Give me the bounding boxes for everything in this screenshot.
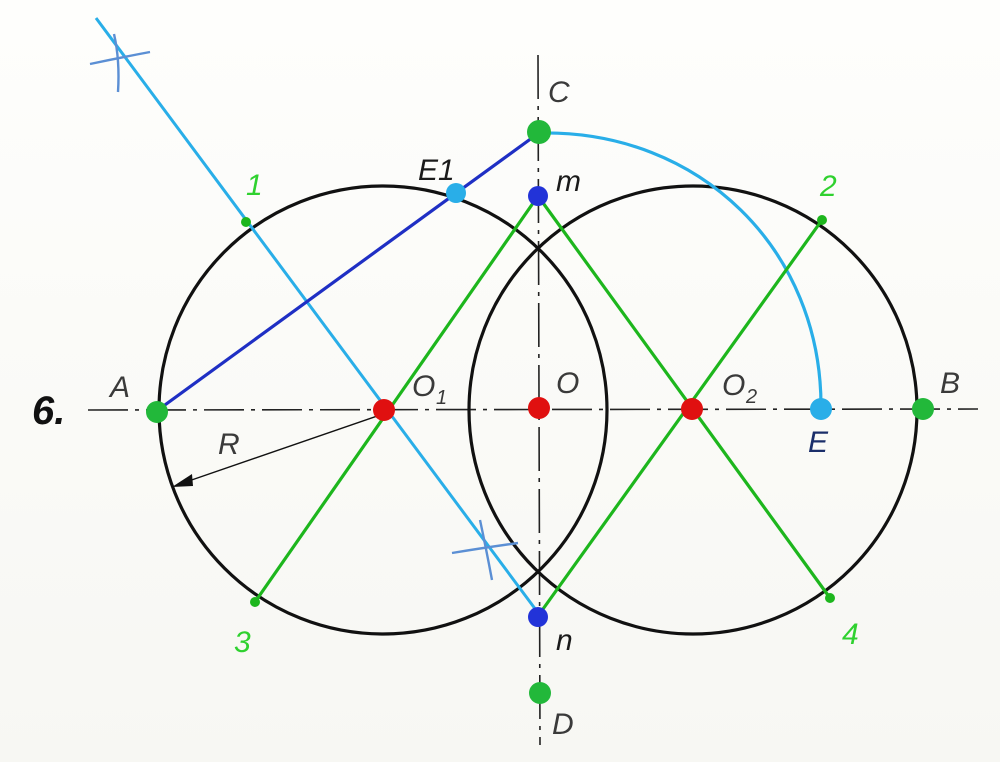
green-line-2-n <box>536 219 824 617</box>
label-o2: O <box>722 369 745 402</box>
mark-2-label: 2 <box>819 170 837 203</box>
point-e1-dot <box>446 183 466 203</box>
label-e1: E1 <box>418 154 455 187</box>
label-r: R <box>218 428 240 461</box>
point-b-dot <box>912 398 934 420</box>
point-d-dot <box>529 682 551 704</box>
label-o1: O <box>412 370 435 403</box>
green-line-3-m <box>253 195 540 603</box>
label-o2-subscript: 2 <box>745 386 757 408</box>
point-o-dot <box>528 397 550 419</box>
label-m: m <box>556 165 581 198</box>
mark-3-label: 3 <box>234 626 251 659</box>
label-d: D <box>552 708 574 741</box>
label-e: E <box>808 426 829 459</box>
construction-cross-top <box>89 33 151 93</box>
point-o1-dot <box>373 399 395 421</box>
mark-1-dot <box>241 217 251 227</box>
label-n: n <box>556 624 573 657</box>
chord-a-c <box>157 133 537 412</box>
mark-4-dot <box>825 593 835 603</box>
point-c-dot <box>527 120 551 144</box>
bisector-line <box>94 17 538 611</box>
point-m-dot <box>528 186 548 206</box>
label-a: A <box>108 371 130 404</box>
radius-arrowhead <box>172 474 193 487</box>
mark-3-dot <box>250 597 260 607</box>
mark-2-dot <box>817 215 827 225</box>
label-b: B <box>940 367 960 400</box>
green-lines <box>253 195 832 617</box>
point-o2-dot <box>681 398 703 420</box>
label-o: O <box>556 367 579 400</box>
mark-1-label: 1 <box>246 169 263 202</box>
arc-c-to-e <box>539 131 823 409</box>
point-a-dot <box>146 401 168 423</box>
point-e-dot <box>810 398 832 420</box>
radius-line <box>179 413 384 485</box>
green-line-m-4 <box>536 195 832 599</box>
label-c: C <box>548 76 570 109</box>
mark-4-label: 4 <box>842 618 859 651</box>
label-o1-subscript: 1 <box>436 387 447 409</box>
construction-cross-bottom <box>451 519 519 581</box>
point-n-dot <box>528 607 548 627</box>
figure-label: 6. <box>32 389 65 433</box>
